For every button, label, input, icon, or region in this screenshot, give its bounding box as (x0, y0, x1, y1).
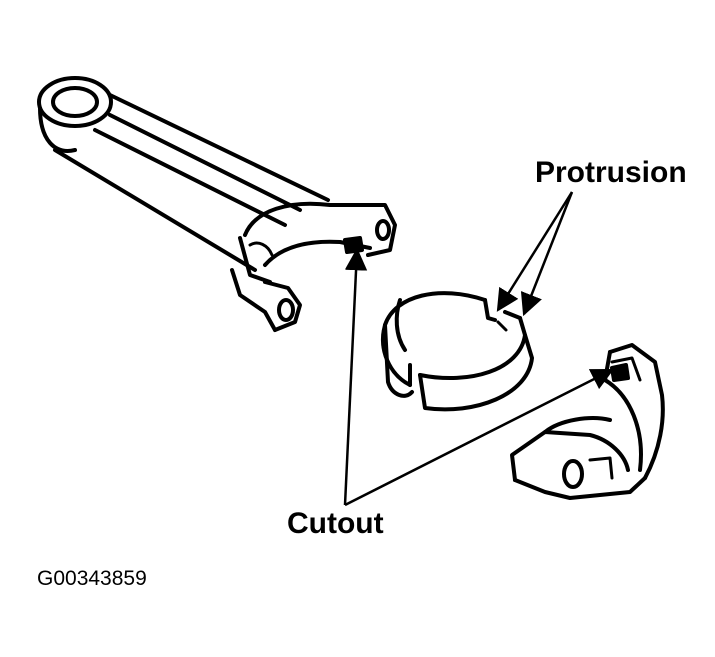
figure-id: G00343859 (37, 567, 147, 590)
cutout-leaders (343, 247, 615, 507)
protrusion-label: Protrusion (535, 156, 687, 189)
protrusion-leaders (496, 191, 574, 317)
bearing-shell (381, 291, 534, 412)
cutout-label: Cutout (287, 507, 384, 540)
connecting-rod (37, 76, 397, 332)
connecting-rod-cap (510, 343, 665, 500)
